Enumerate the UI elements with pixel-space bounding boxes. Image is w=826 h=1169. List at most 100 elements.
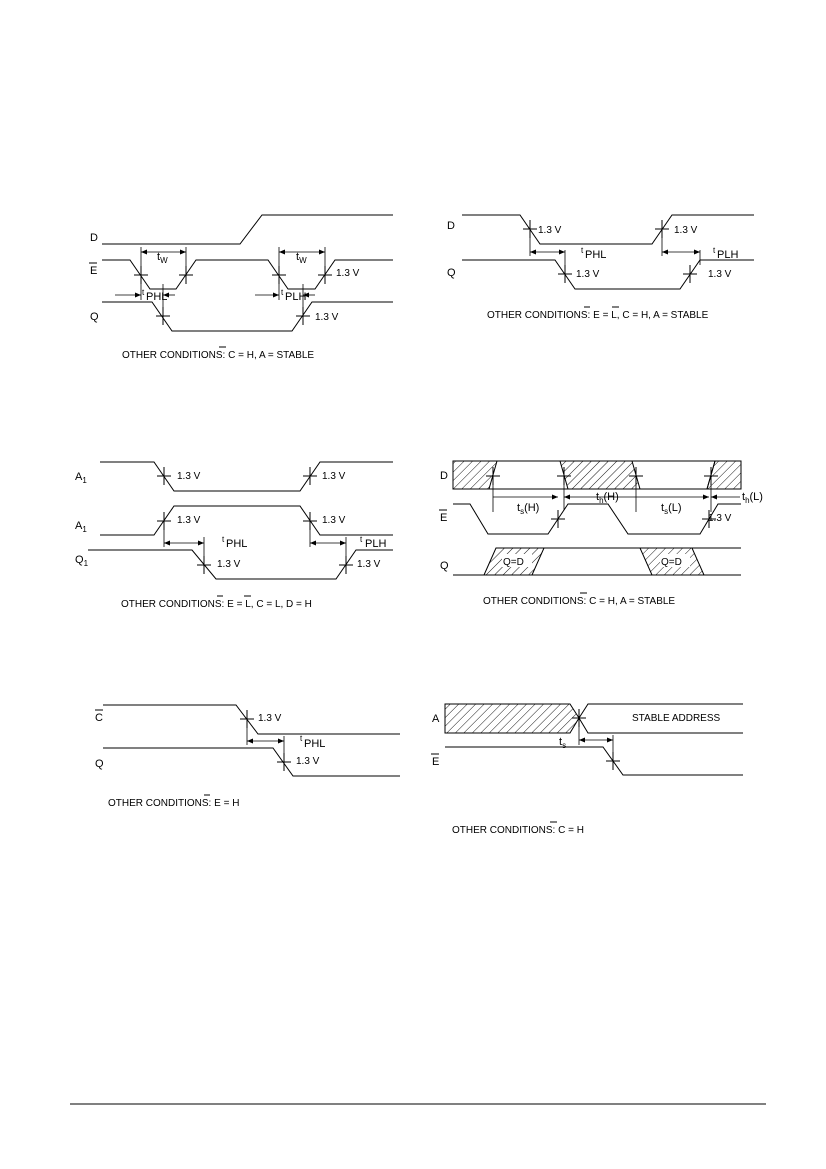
th-l-measurement: th(L) (710, 485, 763, 512)
waveform-a-stable (578, 703, 743, 734)
svg-text:PHL: PHL (226, 538, 247, 550)
signal-label-c-bar: C (95, 712, 103, 724)
signal-label-q: Q (90, 311, 99, 323)
other-conditions: OTHER CONDITIONS: E = L, C = L, D = H (121, 599, 312, 610)
diagram-address-setup: A STABLE ADDRESS E ts OTHER CONDITIONS: … (431, 703, 743, 836)
voltage-label: 1.3 V (217, 559, 241, 570)
svg-text:t: t (142, 288, 145, 297)
svg-text:ts(L): ts(L) (661, 502, 682, 516)
svg-text:PHL: PHL (585, 249, 606, 261)
other-conditions: OTHER CONDITIONS: E = L, C = H, A = STAB… (487, 310, 709, 321)
svg-text:th(L): th(L) (742, 491, 763, 505)
voltage-label: 1.3 V (177, 471, 201, 482)
waveform-d (102, 214, 393, 245)
svg-text:PLH: PLH (717, 249, 738, 261)
waveform-a1-top (100, 461, 393, 492)
th-h-measurement: th(H) (563, 485, 636, 510)
waveform-e (445, 746, 743, 776)
svg-text:ts: ts (559, 736, 566, 750)
svg-text:tW: tW (157, 251, 168, 265)
voltage-label: 1.3 V (177, 515, 201, 526)
ts-measurement: ts (559, 727, 614, 752)
voltage-label: 1.3 V (296, 756, 320, 767)
svg-text:t: t (222, 535, 225, 544)
diagram-setup-hold: D E Q Q=D Q=D (439, 460, 763, 607)
q-equals-d-label: Q=D (661, 557, 682, 568)
voltage-label: 1.3 V (357, 559, 381, 570)
signal-label-e-bar: E (440, 512, 447, 524)
q-equals-d-label: Q=D (503, 557, 524, 568)
diagram-address-to-output: A1 A1 Q1 1.3 V 1.3 V 1.3 V 1.3 V 1.3 V 1… (75, 461, 393, 610)
crossing-marks (134, 266, 332, 325)
svg-text:th(H): th(H) (596, 491, 619, 505)
voltage-label: 1.3 V (674, 225, 698, 236)
tw-measurement-2: tW (278, 247, 326, 266)
waveform-q (453, 547, 741, 576)
waveform-q (103, 747, 400, 777)
signal-label-q: Q (447, 267, 456, 279)
waveform-q (102, 301, 393, 332)
svg-text:ts(H): ts(H) (517, 502, 539, 516)
diagram-pulse-width: D E Q 1.3 V 1.3 V tW tW (89, 214, 393, 361)
other-conditions: OTHER CONDITIONS: C = H, A = STABLE (122, 350, 314, 361)
signal-label-d: D (90, 232, 98, 244)
voltage-label: 1.3 V (538, 225, 562, 236)
waveform-e (453, 503, 741, 535)
waveform-q1 (88, 549, 393, 580)
svg-text:t: t (581, 246, 584, 255)
voltage-label: 1.3 V (322, 515, 346, 526)
waveform-a-hatched (444, 703, 580, 734)
voltage-label: 1.3 V (708, 269, 732, 280)
svg-text:PHL: PHL (146, 291, 167, 303)
tw-measurement-1: tW (140, 247, 187, 266)
voltage-label: 1.3 V (708, 513, 732, 524)
crossing-marks (240, 710, 291, 771)
stable-address-label: STABLE ADDRESS (632, 713, 721, 724)
svg-text:t: t (300, 734, 303, 743)
svg-text:PLH: PLH (285, 291, 306, 303)
waveform-a1-bottom (100, 505, 393, 536)
waveform-d (452, 460, 742, 490)
waveform-d (462, 214, 754, 245)
voltage-label: 1.3 V (315, 312, 339, 323)
signal-label-q: Q (95, 758, 104, 770)
other-conditions: OTHER CONDITIONS: E = H (108, 798, 239, 809)
signal-label-a: A (432, 713, 440, 725)
svg-text:PHL: PHL (304, 738, 325, 750)
signal-label-d: D (440, 470, 448, 482)
voltage-label: 1.3 V (336, 268, 360, 279)
signal-label-q: Q (440, 560, 449, 572)
ts-l-measurement: ts(L) (635, 485, 709, 516)
voltage-label: 1.3 V (322, 471, 346, 482)
other-conditions: OTHER CONDITIONS: C = H (452, 825, 584, 836)
signal-label-e-bar: E (432, 756, 439, 768)
svg-text:t: t (713, 246, 716, 255)
svg-text:t: t (281, 288, 284, 297)
ts-h-measurement: ts(H) (492, 485, 558, 516)
signal-label-d: D (447, 220, 455, 232)
svg-text:t: t (360, 535, 363, 544)
signal-label-q1: Q1 (75, 554, 89, 568)
signal-label-a1-top: A1 (75, 471, 87, 485)
svg-text:tW: tW (296, 251, 307, 265)
svg-text:PLH: PLH (365, 538, 386, 550)
crossing-marks (523, 220, 697, 283)
signal-label-a1-bottom: A1 (75, 520, 87, 534)
signal-label-e-bar: E (90, 265, 97, 277)
crossing-marks (486, 467, 718, 528)
crossing-marks (157, 467, 353, 574)
other-conditions: OTHER CONDITIONS: C = H, A = STABLE (483, 596, 675, 607)
waveform-q (462, 259, 754, 290)
voltage-label: 1.3 V (576, 269, 600, 280)
voltage-label: 1.3 V (258, 713, 282, 724)
